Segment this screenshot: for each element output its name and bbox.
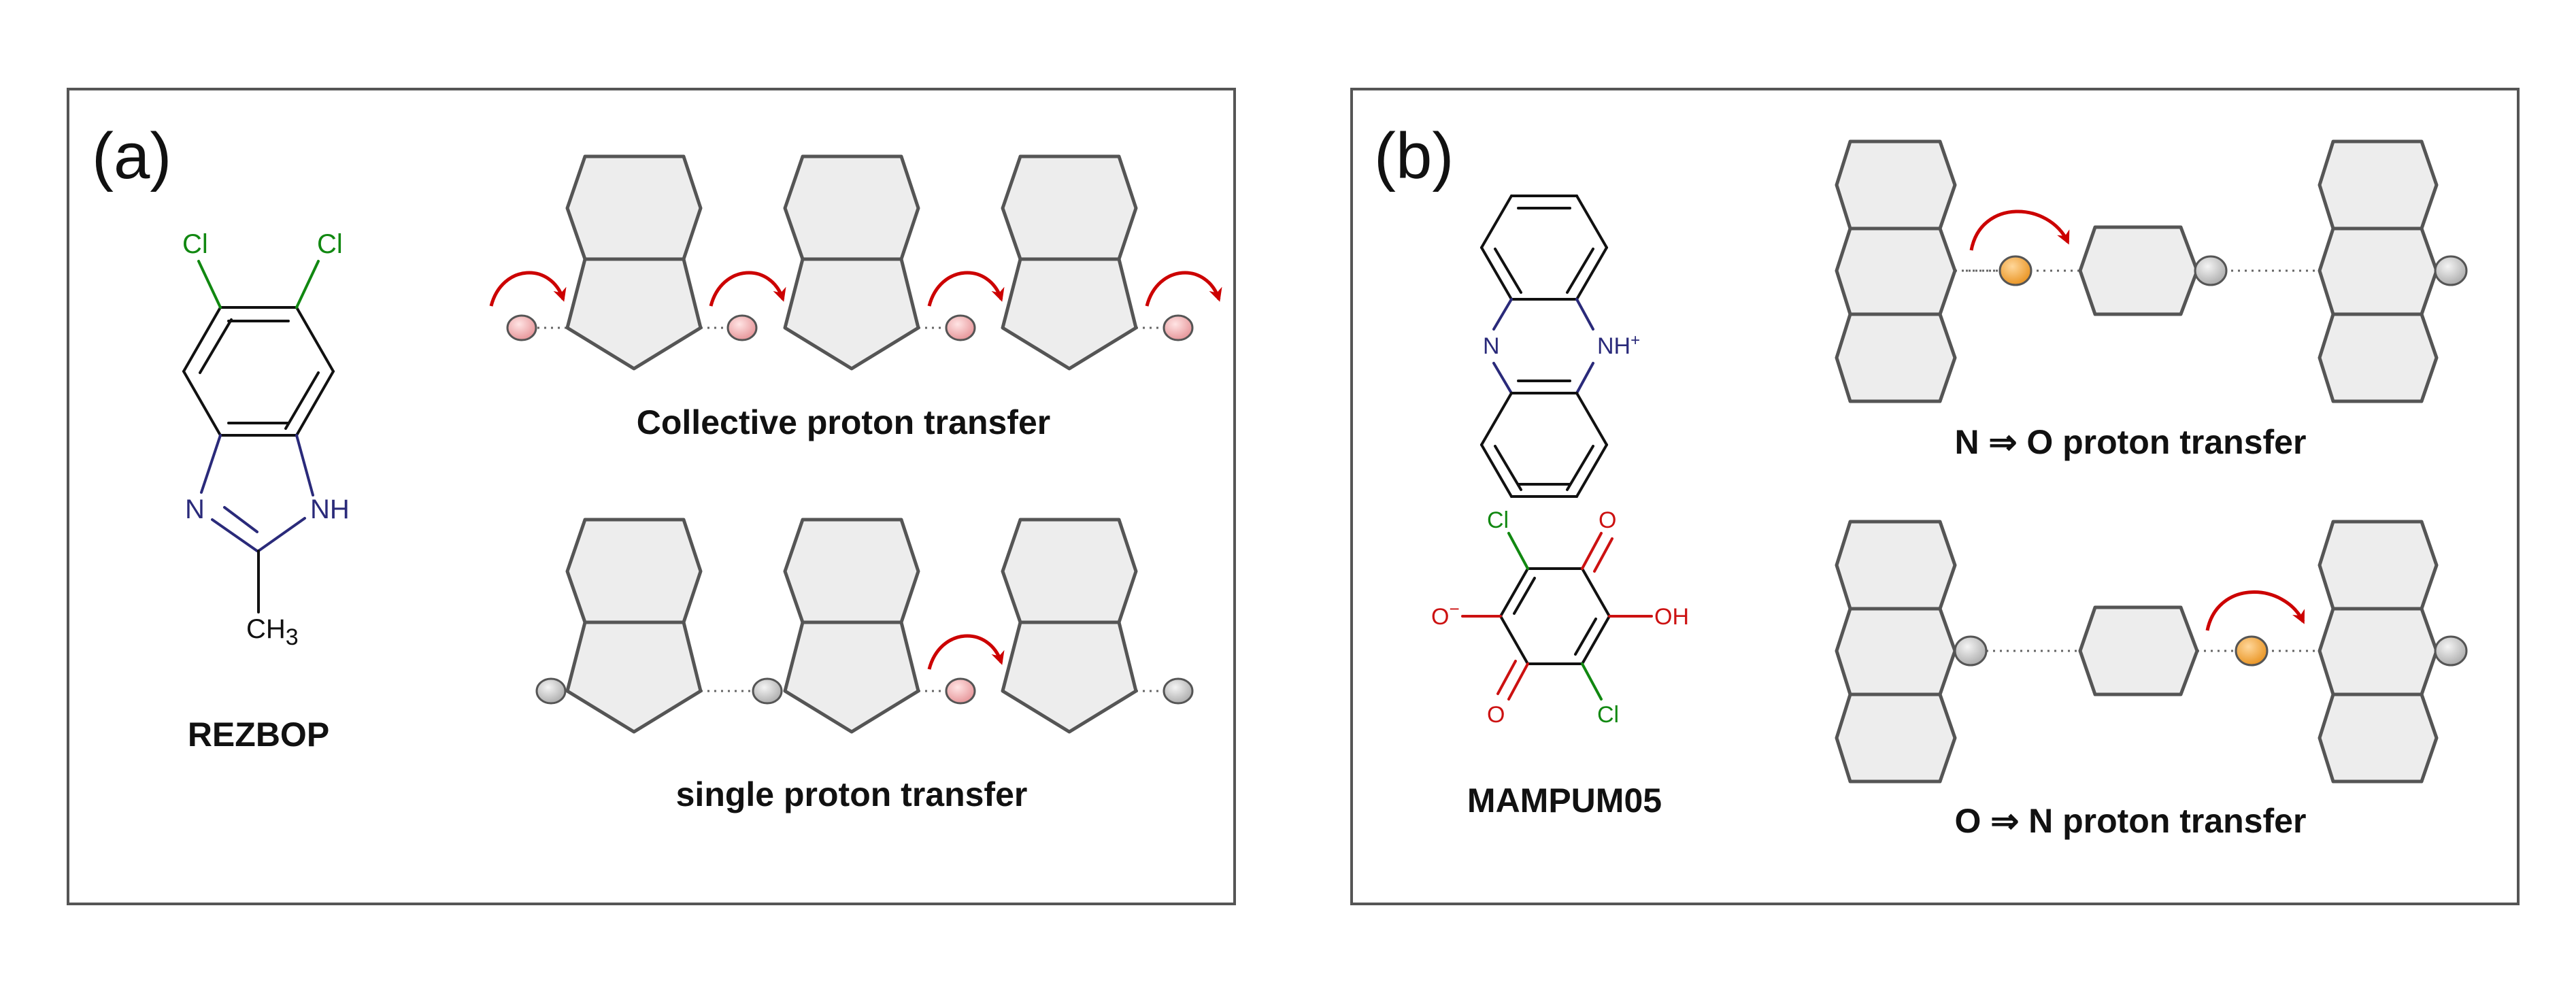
- molecule-unit: [565, 154, 703, 371]
- n-to-o-diagram: [1835, 139, 2468, 403]
- transfer-arrow: [1145, 271, 1222, 307]
- transfer-arrow: [2205, 590, 2305, 631]
- transfer-arrow: [1969, 209, 2070, 251]
- atom-nh: NH: [310, 494, 350, 524]
- atom-cl-bottom: Cl: [1597, 702, 1619, 728]
- panel-a-label: (a): [92, 120, 171, 192]
- atom-oh: OH: [1654, 604, 1689, 630]
- n-to-o-caption: N ⇒ O proton transfer: [1955, 423, 2307, 461]
- proton-sphere: [2434, 635, 2468, 667]
- transfer-arrow: [489, 271, 567, 307]
- single-ring-molecule: [2078, 225, 2199, 316]
- acene-molecule: [2318, 139, 2439, 403]
- collective-transfer-caption: Collective proton transfer: [637, 403, 1050, 441]
- atom-n: N: [1483, 333, 1500, 359]
- atom-nh-plus: NH+: [1597, 331, 1640, 359]
- proton-sphere: [945, 677, 976, 705]
- molecule-unit: [565, 518, 703, 734]
- atom-o-top: O: [1599, 507, 1616, 533]
- acene-molecule: [1835, 139, 1957, 403]
- proton-sphere: [1954, 635, 1988, 667]
- transfer-arrow: [927, 634, 1005, 670]
- panel-b: (b) N NH+: [1350, 88, 2520, 905]
- atom-n: N: [185, 494, 205, 524]
- proton-sphere: [752, 677, 783, 705]
- panel-b-label: (b): [1374, 120, 1454, 192]
- molecule-unit: [1001, 154, 1138, 371]
- collective-transfer-diagram: [489, 154, 1222, 371]
- proton-sphere: [2434, 255, 2468, 286]
- molecule-unit: [783, 518, 920, 734]
- atom-ch3: CH3: [246, 614, 299, 650]
- o-to-n-diagram: [1835, 520, 2468, 784]
- proton-sphere: [945, 314, 976, 341]
- proton-sphere: [1998, 255, 2033, 286]
- mampum05-name: MAMPUM05: [1467, 781, 1662, 820]
- single-transfer-diagram: [535, 518, 1194, 734]
- molecule-unit: [1001, 518, 1138, 734]
- molecule-unit: [783, 154, 920, 371]
- atom-o-bottom: O: [1487, 702, 1505, 728]
- single-ring-molecule: [2078, 605, 2199, 696]
- atom-o-minus: O−: [1431, 599, 1460, 630]
- proton-sphere: [2194, 255, 2228, 286]
- proton-sphere: [1162, 677, 1194, 705]
- phenazinium-structure: N NH+: [1480, 195, 1640, 498]
- acene-molecule: [1835, 520, 1957, 784]
- acene-molecule: [2318, 520, 2439, 784]
- rezbop-name: REZBOP: [188, 716, 329, 754]
- atom-cl-top: Cl: [1487, 507, 1509, 533]
- transfer-arrow: [927, 271, 1005, 307]
- proton-sphere: [506, 314, 537, 341]
- proton-sphere: [726, 314, 758, 341]
- single-transfer-caption: single proton transfer: [676, 775, 1028, 813]
- atom-cl-right: Cl: [317, 229, 343, 259]
- atom-cl-left: Cl: [182, 229, 208, 259]
- proton-sphere: [2235, 635, 2269, 667]
- transfer-arrow: [709, 271, 786, 307]
- o-to-n-caption: O ⇒ N proton transfer: [1955, 802, 2307, 840]
- panel-a: (a) Cl Cl N NH CH3 REZBO: [67, 88, 1236, 905]
- chloranilate-structure: Cl O O− OH O Cl: [1431, 507, 1689, 728]
- rezbop-structure: Cl Cl N NH CH3: [182, 229, 350, 650]
- proton-sphere: [1162, 314, 1194, 341]
- proton-sphere: [535, 677, 567, 705]
